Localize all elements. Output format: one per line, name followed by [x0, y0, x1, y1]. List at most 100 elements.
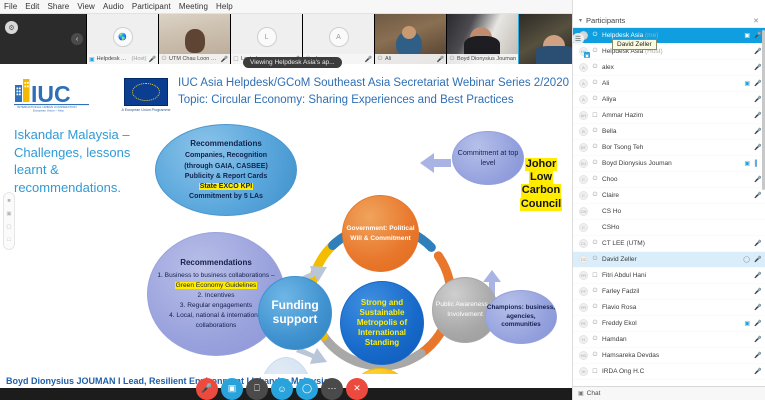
- thumb-namebar: ⏻ Boyd Dionysius Jouman: [447, 54, 518, 64]
- mic-muted-icon: 🎤: [754, 241, 762, 247]
- avatar: IH: [579, 367, 588, 376]
- list-item[interactable]: CL ⏻ CT LEE (UTM) 🎤: [573, 236, 765, 252]
- avatar: CL: [579, 239, 588, 248]
- avatar: A: [328, 27, 349, 47]
- menu-item-meeting[interactable]: Meeting: [178, 2, 208, 11]
- more-button[interactable]: ⋯: [321, 377, 343, 400]
- chat-button[interactable]: ◯: [296, 377, 318, 400]
- johor-line1: Johor: [524, 158, 558, 172]
- chevron-down-icon[interactable]: ▾: [579, 18, 583, 24]
- avatar: CH: [579, 207, 588, 216]
- mic-muted-icon: 🎤: [364, 56, 372, 63]
- list-item[interactable]: IH ☐ IRDA Ong H.C 🎤: [573, 364, 765, 380]
- avatar: FF: [579, 287, 588, 296]
- participant-name: Ammar Hazim: [602, 112, 644, 119]
- phone-icon: ☐: [233, 56, 239, 63]
- thumb-name: UTM Chau Loon Wai: [169, 56, 219, 62]
- gear-icon[interactable]: ⚙: [5, 21, 18, 34]
- video-thumb[interactable]: ⚙ ‹: [0, 14, 87, 64]
- avatar: FR: [579, 271, 588, 280]
- rec1-line2: (through GAIA, CASBEE): [184, 162, 268, 170]
- camera-icon: ▣: [744, 81, 750, 87]
- thumb-namebar: ⏻ UTM Chau Loon Wai 🎤: [159, 54, 230, 64]
- avatar: FR: [579, 303, 588, 312]
- video-thumb[interactable]: 🌎 ▣ Helpdesk Asia (Host) 🎤: [87, 14, 159, 64]
- mic-icon: ⏻: [592, 144, 598, 150]
- mic-muted-icon: 🎤: [754, 177, 762, 183]
- list-item[interactable]: CH CS Ho: [573, 204, 765, 220]
- thumb-name: Boyd Dionysius Jouman: [457, 56, 516, 62]
- video-thumb[interactable]: ⏻ UTM Chau Loon Wai 🎤: [159, 14, 231, 64]
- list-item[interactable]: J ⏻ Jin 🎤: [573, 380, 765, 382]
- menu-item-file[interactable]: File: [4, 2, 18, 11]
- list-item[interactable]: FR ☐ Fitri Abdul Hani 🎤: [573, 268, 765, 284]
- participants-button[interactable]: ☺: [271, 377, 293, 400]
- video-thumb[interactable]: ⏻ Ali 🎤: [375, 14, 447, 64]
- share-screen-button[interactable]: ⎕: [246, 377, 268, 400]
- list-item[interactable]: H ⏻ Hamdan 🎤: [573, 332, 765, 348]
- list-item[interactable]: AH ☐ Ammar Hazim 🎤: [573, 108, 765, 124]
- video-thumb-active[interactable]: ⏻ Boyd Dionysius Jouman: [447, 14, 519, 64]
- slide-side-title: Iskandar Malaysia – Challenges, lessons …: [14, 127, 131, 195]
- video-button[interactable]: ▣: [221, 377, 243, 400]
- participant-name: IRDA Ong H.C: [602, 368, 645, 375]
- chat-section-header[interactable]: ▣ Chat: [573, 386, 765, 400]
- camera-icon: ▣: [744, 161, 750, 167]
- svg-text:IUC: IUC: [31, 81, 71, 107]
- tool-icon-4[interactable]: □: [7, 236, 11, 243]
- participant-tooltip: David Zeller: [612, 39, 657, 50]
- list-item[interactable]: A ⏻ alex 🎤: [573, 60, 765, 76]
- filmstrip-menu-icon[interactable]: ☰: [572, 33, 584, 45]
- close-icon[interactable]: ✕: [753, 17, 759, 25]
- avatar: FE: [579, 319, 588, 328]
- rec1-line1: Companies, Recognition: [184, 152, 268, 160]
- list-item[interactable]: A ⏻ Aliya 🎤: [573, 92, 765, 108]
- thumb-name: Helpdesk Asia: [96, 56, 130, 62]
- tool-icon-3[interactable]: ▢: [6, 223, 12, 230]
- participant-name: Hamdan: [602, 336, 627, 343]
- list-item[interactable]: BJ ⏻ Boyd Dionysius Jouman ▣ ▌: [573, 156, 765, 172]
- list-item[interactable]: HA ▣ ⏻ Helpdesk Asia (Host) 🎤: [573, 44, 765, 60]
- participants-list[interactable]: ⏻ Helpdesk Asia (me) ▣ 🎤 HA ▣ ⏻ Helpdesk…: [573, 28, 765, 382]
- list-item[interactable]: C ⏻ Claire 🎤: [573, 188, 765, 204]
- participant-name: CT LEE (UTM): [602, 240, 645, 247]
- mic-muted-icon: 🎤: [754, 33, 762, 39]
- list-item-hovered[interactable]: DZ ⏻ David Zeller ◯ 🎤: [573, 252, 765, 268]
- end-meeting-button[interactable]: ✕: [346, 377, 368, 400]
- mic-icon: ⏻: [377, 55, 383, 62]
- menu-item-share[interactable]: Share: [47, 2, 70, 11]
- mute-button[interactable]: 🎤: [196, 377, 218, 400]
- list-item[interactable]: ⏻ Helpdesk Asia (me) ▣ 🎤: [573, 28, 765, 44]
- list-item[interactable]: FF ⏻ Farley Fadzil 🎤: [573, 284, 765, 300]
- annotation-toolbar[interactable]: ■ ▣ ▢ □: [3, 192, 15, 250]
- menu-item-edit[interactable]: Edit: [25, 2, 40, 11]
- filmstrip-prev-arrow[interactable]: ‹: [71, 33, 83, 45]
- menu-item-view[interactable]: View: [77, 2, 95, 11]
- menu-item-audio[interactable]: Audio: [102, 2, 124, 11]
- avatar: A: [579, 95, 588, 104]
- mic-icon: ⏻: [592, 176, 598, 182]
- menu-item-participant[interactable]: Participant: [131, 2, 171, 11]
- list-item[interactable]: A ⏻ Ali ▣ 🎤: [573, 76, 765, 92]
- list-item[interactable]: C CSHo: [573, 220, 765, 236]
- list-item[interactable]: FE ⏻ Freddy Ekol ▣ 🎤: [573, 316, 765, 332]
- list-item[interactable]: BT ⏻ Bor Tsong Teh 🎤: [573, 140, 765, 156]
- participant-name: Fitri Abdul Hani: [602, 272, 647, 279]
- mic-icon: ⏻: [592, 352, 598, 358]
- tool-icon-1[interactable]: ■: [7, 197, 11, 204]
- tool-icon-2[interactable]: ▣: [6, 210, 12, 217]
- list-item[interactable]: HD ⏻ Hamsareka Devdas 🎤: [573, 348, 765, 364]
- list-item[interactable]: C ⏻ Choo 🎤: [573, 172, 765, 188]
- list-item[interactable]: B ⏻ Bella 🎤: [573, 124, 765, 140]
- host-badge-icon: ▣: [584, 52, 590, 58]
- list-item[interactable]: FR ⏻ Flavio Rosa 🎤: [573, 300, 765, 316]
- participants-panel-header[interactable]: ▾ Participants ✕: [573, 14, 765, 28]
- commitment-bubble: Commitment at top level: [452, 131, 524, 185]
- menu-item-help[interactable]: Help: [216, 2, 233, 11]
- panel-scrollbar[interactable]: [762, 30, 765, 190]
- mic-icon: ⏻: [592, 32, 598, 38]
- champions-bubble: Champions: business, agencies, communiti…: [485, 290, 557, 344]
- phone-icon: ☐: [592, 369, 598, 375]
- avatar: C: [579, 191, 588, 200]
- iuc-logo: IUC INTERNATIONAL URBAN COOPERATION Euro…: [14, 79, 89, 113]
